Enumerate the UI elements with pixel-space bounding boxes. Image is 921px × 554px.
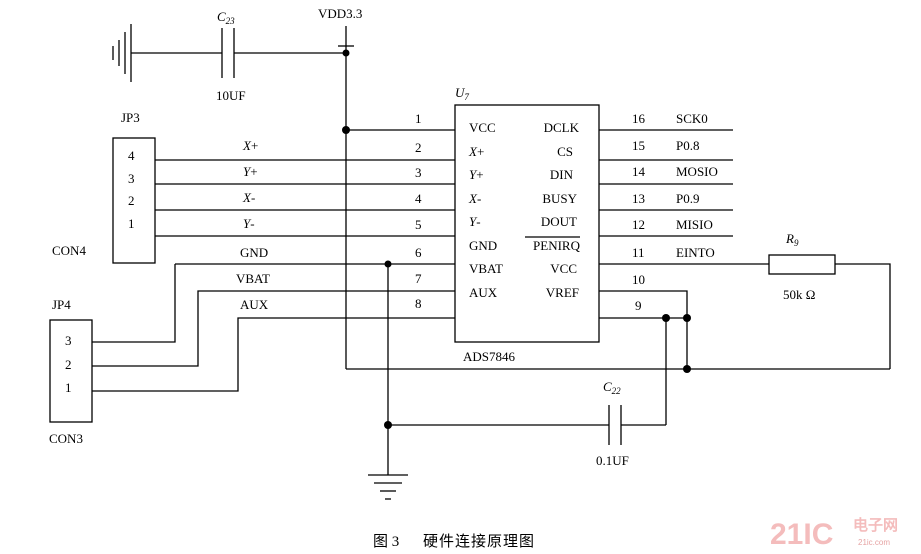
jp4-pin-1: 1 (65, 380, 72, 395)
jp3-pin-1: 1 (128, 216, 135, 231)
junction-vdd-c23 (342, 49, 350, 57)
net-label-xminus: X- (242, 190, 255, 205)
pin-name-dout: DOUT (541, 214, 577, 229)
net-mosio: MOSIO (676, 164, 718, 179)
pin-name-din: DIN (550, 167, 574, 182)
vdd-label: VDD3.3 (318, 6, 362, 21)
net-p09: P0.9 (676, 191, 699, 206)
pin-num-2: 2 (415, 140, 422, 155)
pin-name-dclk: DCLK (544, 120, 580, 135)
pin-name-vcc-right: VCC (550, 261, 577, 276)
jp4-pin-2: 2 (65, 357, 72, 372)
r9-value: 50k Ω (783, 287, 815, 302)
connector-jp3 (112, 137, 156, 264)
jp4-type: CON3 (49, 431, 83, 446)
net-label-yminus: Y- (243, 216, 255, 231)
jp4-ref: JP4 (52, 297, 71, 312)
net-label-yplus: Y+ (243, 164, 258, 179)
pin-name-busy: BUSY (542, 191, 577, 206)
pin-num-7: 7 (415, 271, 422, 286)
pin-name-aux: AUX (469, 285, 498, 300)
connector-jp4 (49, 319, 93, 423)
pin-name-vref: VREF (546, 285, 579, 300)
net-misio: MISIO (676, 217, 713, 232)
c23-ref: C23 (217, 9, 235, 26)
pin-num-16: 16 (632, 111, 646, 126)
net-label-xplus: X+ (242, 138, 258, 153)
junction-gnd-pin6 (384, 260, 392, 268)
watermark-site-text: 电子网 (853, 516, 898, 534)
pin-name-yplus: Y+ (469, 167, 484, 182)
capacitor-c23 (221, 28, 235, 78)
pin-name-penirq: PENIRQ (533, 238, 581, 253)
ads7846-chip (454, 104, 600, 343)
junction-gnd-c22 (384, 421, 392, 429)
resistor-r9 (768, 254, 836, 275)
jp3-pin-3: 3 (128, 171, 135, 186)
watermark-url-text: 21ic.com (858, 538, 890, 547)
watermark-logo: 21IC 电子网 21ic.com (770, 516, 898, 551)
top-ground-symbol (112, 24, 132, 82)
bottom-ground-symbol (368, 474, 408, 500)
wire-jp4-vbat (92, 290, 455, 367)
c23-value: 10UF (216, 88, 246, 103)
pin-num-10: 10 (632, 272, 645, 287)
net-sck0: SCK0 (676, 111, 708, 126)
pin-num-14: 14 (632, 164, 646, 179)
pin-num-13: 13 (632, 191, 645, 206)
c22-ref: C22 (603, 379, 621, 396)
watermark-logo-text: 21IC (770, 518, 833, 551)
jp3-pin-2: 2 (128, 193, 135, 208)
capacitor-c22 (608, 405, 622, 445)
jp3-type: CON4 (52, 243, 86, 258)
figure-title: 硬件连接原理图 (423, 533, 535, 550)
r9-ref: R9 (785, 231, 799, 248)
chip-ref: U7 (455, 85, 469, 102)
net-p08: P0.8 (676, 138, 699, 153)
pin-num-1: 1 (415, 111, 422, 126)
pin-name-xminus: X- (468, 191, 481, 206)
junction-vref-vcc (683, 314, 691, 322)
pin-name-vbat: VBAT (469, 261, 503, 276)
wire-jp4-gnd (92, 264, 176, 343)
pin-name-vcc: VCC (469, 120, 496, 135)
pin-num-11: 11 (632, 245, 645, 260)
net-label-aux: AUX (240, 297, 269, 312)
junction-vdd-vcc10 (683, 365, 691, 373)
wire-r9-vdd (835, 263, 891, 369)
pin-num-4: 4 (415, 191, 422, 206)
net-label-gnd: GND (240, 245, 268, 260)
net-label-vbat: VBAT (236, 271, 270, 286)
pin-num-3: 3 (415, 165, 422, 180)
pin-name-gnd: GND (469, 238, 497, 253)
pin-num-6: 6 (415, 245, 422, 260)
pin-num-5: 5 (415, 217, 422, 232)
jp3-ref: JP3 (121, 110, 140, 125)
wire-pin10-vcc (599, 290, 688, 369)
pin-num-8: 8 (415, 296, 422, 311)
chip-part-number: ADS7846 (463, 349, 516, 364)
pin-num-15: 15 (632, 138, 645, 153)
c22-value: 0.1UF (596, 453, 629, 468)
pin-num-9: 9 (635, 298, 642, 313)
figure-number: 图 3 (373, 533, 399, 550)
net-eint0: EINTO (676, 245, 715, 260)
pin-name-xplus: X+ (468, 144, 484, 159)
wire-jp4-aux (92, 317, 455, 392)
pin-name-yminus: Y- (469, 214, 481, 229)
pin-num-12: 12 (632, 217, 645, 232)
pin-name-cs: CS (557, 144, 573, 159)
jp4-pin-3: 3 (65, 333, 72, 348)
jp3-pin-4: 4 (128, 148, 135, 163)
